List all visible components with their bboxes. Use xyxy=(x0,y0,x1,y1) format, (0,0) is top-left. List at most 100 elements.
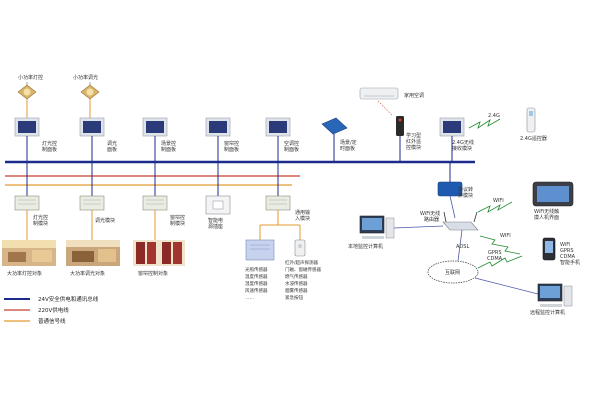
svg-text:小功率调光: 小功率调光 xyxy=(73,74,98,81)
remote-2.4g-device: 2.4G遥控器 xyxy=(520,107,547,142)
svg-text:调光: 调光 xyxy=(107,140,117,147)
svg-text:场景控: 场景控 xyxy=(161,140,176,147)
wireless-2.4g-receiver: 2.4G无线 接收模块 xyxy=(439,117,474,162)
room-photo-curtain: 窗帘控制对象 xyxy=(133,240,185,277)
svg-text:智能电: 智能电 xyxy=(208,217,223,224)
svg-text:红外/超声探测器: 红外/超声探测器 xyxy=(285,259,319,266)
panel-ac-control: 空调控 制面板 xyxy=(265,117,299,162)
svg-text:大功率灯控对象: 大功率灯控对象 xyxy=(7,270,42,277)
sensor-device-security xyxy=(294,239,306,257)
lamp-2: 小功率调光 xyxy=(73,74,100,118)
sensor-box-environment xyxy=(245,239,275,261)
module-light-control: 灯光控 制模块 xyxy=(14,162,48,240)
svg-text:窗帘控: 窗帘控 xyxy=(170,214,185,221)
wifi-router: WiFi无线 路由器 xyxy=(420,210,479,231)
svg-text:2.4G遥控器: 2.4G遥控器 xyxy=(520,135,547,142)
svg-text:风速传感器: 风速传感器 xyxy=(245,287,268,294)
svg-text:GPRS: GPRS xyxy=(488,250,502,256)
svg-text:红外遥: 红外遥 xyxy=(406,138,421,145)
sensor-list-security: 红外/超声探测器 门磁、窗磁传感器 燃气传感器 水浸传感器 烟雾传感器 紧急按钮 xyxy=(285,259,321,301)
svg-text:WIFI: WIFI xyxy=(500,233,511,239)
svg-text:紧急按钮: 紧急按钮 xyxy=(285,294,303,301)
svg-text:制面板: 制面板 xyxy=(42,146,57,153)
svg-text:源插座: 源插座 xyxy=(208,223,223,230)
smart-phone: WiFi GPRS CDMA 智能手机 xyxy=(542,237,580,266)
svg-text:普通信号线: 普通信号线 xyxy=(38,317,66,325)
module-general-input: 通用输 入模块 xyxy=(259,162,310,240)
legend-item-power: 220V供电线 xyxy=(4,306,69,314)
protocol-converter: 协议转 换模块 xyxy=(437,162,473,219)
svg-text:小功率灯控: 小功率灯控 xyxy=(18,74,43,81)
svg-text:温度传感器: 温度传感器 xyxy=(245,273,268,280)
svg-text:大功率调光对象: 大功率调光对象 xyxy=(70,270,105,277)
svg-text:摸人机界面: 摸人机界面 xyxy=(534,214,559,221)
module-dimmer: 调光模块 xyxy=(79,162,115,240)
panel-scene-control: 场景控 制面板 xyxy=(142,117,176,162)
svg-text:本地监控计算机: 本地监控计算机 xyxy=(348,243,383,250)
svg-text:光照传感器: 光照传感器 xyxy=(245,266,268,273)
svg-text:湿度传感器: 湿度传感器 xyxy=(245,280,268,287)
household-air-conditioner: 家用空调 xyxy=(359,87,424,100)
svg-text:24V安全供电和通讯总线: 24V安全供电和通讯总线 xyxy=(38,295,99,303)
ir-signal xyxy=(377,100,393,116)
link-router-local-pc xyxy=(393,225,444,229)
svg-text:制面板: 制面板 xyxy=(224,146,239,153)
wifi-link-screen xyxy=(477,201,513,213)
svg-text:灯光控: 灯光控 xyxy=(33,214,48,221)
local-monitor-pc: 本地监控计算机 xyxy=(348,215,395,250)
panel-curtain-control: 窗帘控 制面板 xyxy=(205,117,239,162)
internet-cloud: 互联网 xyxy=(427,260,479,284)
svg-text:WiFi: WiFi xyxy=(560,242,570,248)
wireless-2.4g-signal xyxy=(468,118,501,129)
svg-text:CDMA: CDMA xyxy=(487,256,503,262)
svg-text:通用输: 通用输 xyxy=(295,209,310,216)
gprs-link xyxy=(477,255,523,269)
room-photo-high-power-light: 大功率灯控对象 xyxy=(2,240,56,277)
svg-text:门磁、窗磁传感器: 门磁、窗磁传感器 xyxy=(285,266,321,273)
svg-text:学习型: 学习型 xyxy=(406,132,421,139)
svg-text:接收模块: 接收模块 xyxy=(452,145,472,152)
svg-text:烟雾传感器: 烟雾传感器 xyxy=(285,287,308,294)
lamp-1: 小功率灯控 xyxy=(17,74,43,118)
smart-power-socket: 智能电 源插座 xyxy=(205,162,231,230)
room-photo-high-power-dimmer: 大功率调光对象 xyxy=(66,240,120,277)
svg-text:燃气传感器: 燃气传感器 xyxy=(285,273,308,280)
sensor-list-environment: 光照传感器 温度传感器 湿度传感器 风速传感器 …… xyxy=(245,266,268,301)
internet-remote-pc-link xyxy=(474,277,539,295)
svg-text:面板: 面板 xyxy=(107,146,117,153)
svg-text:调光模块: 调光模块 xyxy=(95,217,115,224)
svg-text:家用空调: 家用空调 xyxy=(404,92,424,99)
svg-text:互联网: 互联网 xyxy=(445,269,460,276)
svg-text:WIFI: WIFI xyxy=(493,198,504,204)
legend: 24V安全供电和通讯总线 220V供电线 普通信号线 xyxy=(4,295,99,325)
svg-text:控模块: 控模块 xyxy=(406,144,421,151)
legend-item-bus: 24V安全供电和通讯总线 xyxy=(4,295,99,303)
panel-light-control: 灯光控 制面板 xyxy=(14,117,57,162)
svg-text:制模块: 制模块 xyxy=(170,220,185,227)
svg-text:智能手机: 智能手机 xyxy=(560,259,580,266)
svg-text:WiFi无线触: WiFi无线触 xyxy=(534,208,559,215)
svg-text:窗帘控制对象: 窗帘控制对象 xyxy=(138,270,168,277)
svg-text:GPRS: GPRS xyxy=(560,248,574,254)
svg-text:制面板: 制面板 xyxy=(161,146,176,153)
svg-text:时面板: 时面板 xyxy=(340,145,355,152)
svg-text:CDMA: CDMA xyxy=(560,254,576,260)
svg-text:场景/定: 场景/定 xyxy=(340,139,357,146)
svg-text:路由器: 路由器 xyxy=(424,216,439,223)
svg-text:2.4G: 2.4G xyxy=(488,113,500,119)
wifi-touch-screen: WiFi无线触 摸人机界面 xyxy=(532,181,574,221)
wifi-link-phone xyxy=(479,235,521,255)
remote-monitor-pc: 远程监控计算机 xyxy=(530,283,573,316)
svg-text:窗帘控: 窗帘控 xyxy=(224,140,239,147)
scene-timer-remote: 场景/定 时面板 xyxy=(321,117,357,162)
svg-text:入模块: 入模块 xyxy=(295,215,310,222)
adsl-link xyxy=(457,229,463,262)
svg-text:远程监控计算机: 远程监控计算机 xyxy=(530,309,565,316)
svg-text:灯光控: 灯光控 xyxy=(42,140,57,147)
svg-text:空调控: 空调控 xyxy=(284,140,299,147)
module-curtain-control: 窗帘控 制模块 xyxy=(142,162,185,240)
legend-item-signal: 普通信号线 xyxy=(4,317,66,325)
svg-text:WiFi无线: WiFi无线 xyxy=(420,210,440,217)
svg-text:2.4G无线: 2.4G无线 xyxy=(452,139,474,146)
